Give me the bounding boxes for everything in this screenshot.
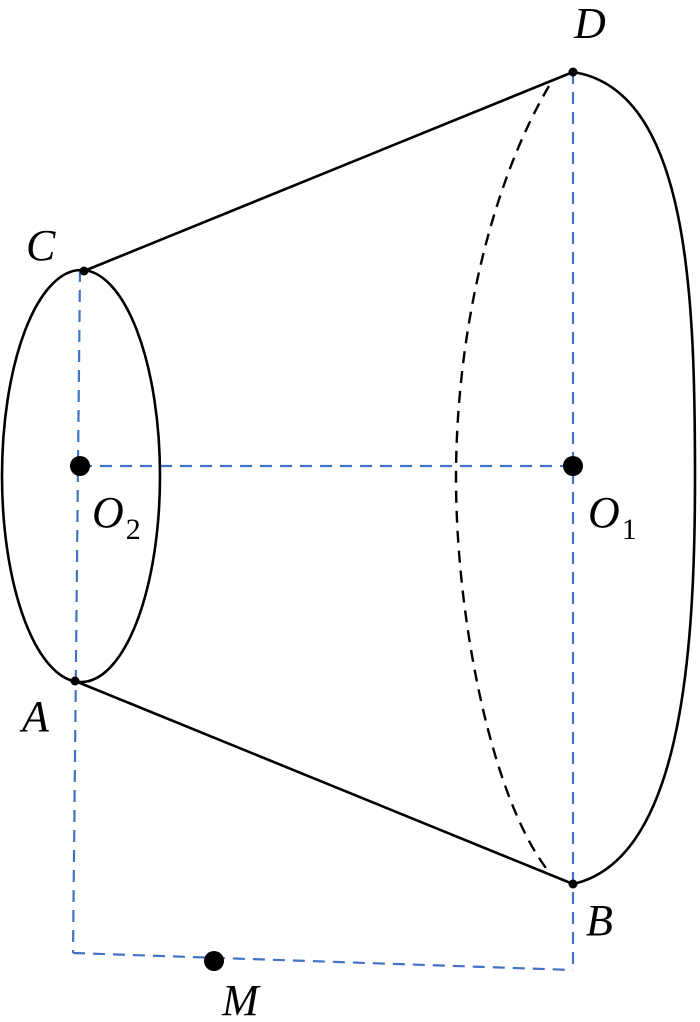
point-A [70,676,80,686]
base-line-AM-B [72,951,574,972]
label-O2: O2 [92,488,141,546]
point-M [204,951,224,971]
point-O1 [563,456,583,476]
large-ellipse-hidden [454,85,551,873]
label-D: D [573,0,606,48]
point-O2 [70,456,90,476]
small-ellipse [0,268,162,684]
label-O1: O1 [588,488,637,546]
point-D [568,67,578,77]
point-B [568,879,578,889]
label-O2-subscript: 2 [126,513,141,546]
edge-CD [82,70,575,273]
label-A: A [19,692,50,741]
label-O2-letter: O [92,488,124,537]
label-M: M [221,976,261,1022]
point-C [79,266,89,276]
axis-line-CA [71,269,82,954]
label-O1-subscript: 1 [622,513,637,546]
label-O1-letter: O [588,488,620,537]
large-ellipse-visible [571,70,697,886]
label-C: C [26,221,56,270]
label-B: B [586,896,613,945]
edge-AB [73,679,575,886]
